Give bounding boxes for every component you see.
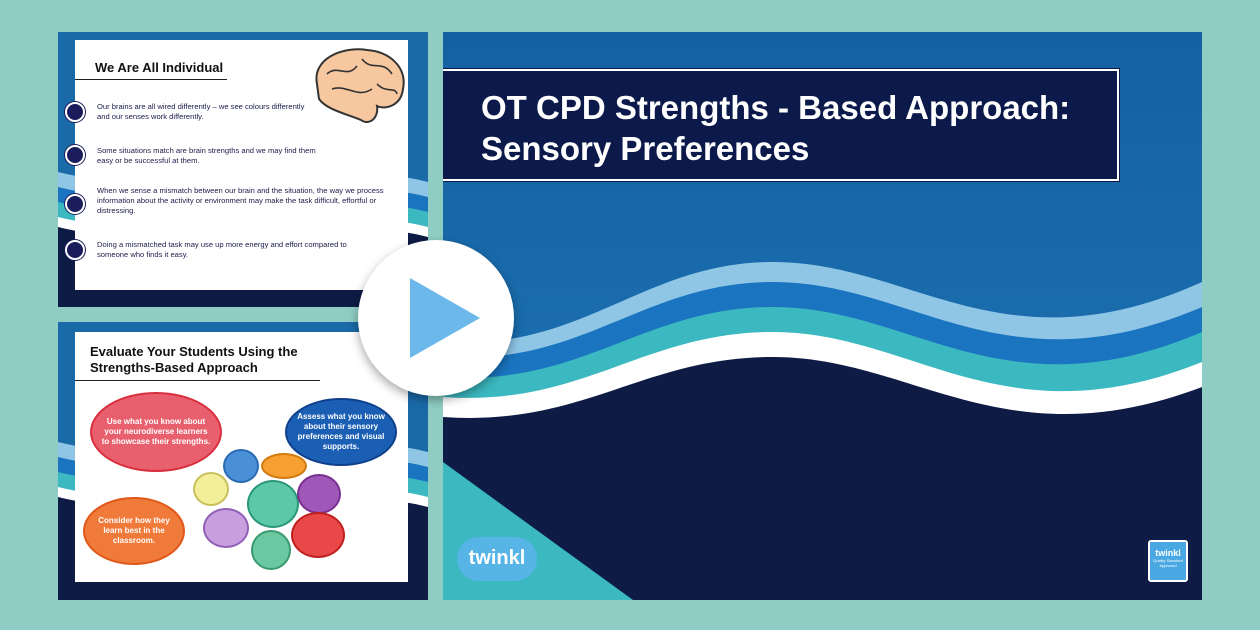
play-button[interactable]	[358, 240, 514, 396]
bullet-marker	[65, 194, 85, 214]
speech-bubble-blue: Assess what you know about their sensory…	[285, 398, 397, 466]
group-faces-icon	[247, 480, 299, 528]
children-icon	[223, 449, 259, 483]
bullet-marker	[65, 102, 85, 122]
badge-brand: twinkl	[1155, 548, 1181, 558]
brain-icon	[315, 48, 405, 124]
slide-title: OT CPD Strengths - Based Approach: Senso…	[481, 89, 1071, 167]
quality-badge: twinkl Quality Standard Approved	[1148, 540, 1188, 582]
slide-card: Evaluate Your Students Using the Strengt…	[75, 332, 408, 582]
bullet-text: Some situations match are brain strength…	[97, 146, 316, 165]
slide-title: Evaluate Your Students Using the Strengt…	[90, 344, 298, 375]
title-underline	[75, 79, 227, 80]
main-slide[interactable]: OT CPD Strengths - Based Approach: Senso…	[443, 32, 1202, 600]
tablet-icon	[203, 508, 249, 548]
conversation-icon	[291, 512, 345, 558]
writing-icon	[297, 474, 341, 514]
cards-icon	[193, 472, 229, 506]
speech-bubble-red: Use what you know about your neurodivers…	[90, 392, 222, 472]
speech-bubble-orange: Consider how they learn best in the clas…	[83, 497, 185, 565]
bullet-marker	[65, 240, 85, 260]
slide-card: We Are All Individual Our brains are all…	[65, 40, 408, 290]
horse-icon	[251, 530, 291, 570]
badge-text: Quality Standard Approved	[1153, 558, 1183, 568]
bullet-marker	[65, 145, 85, 165]
bullet-text: Our brains are all wired differently – w…	[97, 102, 305, 121]
bullet-text: When we sense a mismatch between our bra…	[97, 186, 384, 215]
slide-title: We Are All Individual	[95, 60, 224, 75]
bullet-text: Doing a mismatched task may use up more …	[97, 240, 347, 259]
play-icon	[410, 278, 480, 358]
thumbnail-slide-2[interactable]: Evaluate Your Students Using the Strengt…	[58, 322, 428, 600]
title-box: OT CPD Strengths - Based Approach: Senso…	[443, 69, 1119, 181]
thumbnail-slide-1[interactable]: We Are All Individual Our brains are all…	[58, 32, 428, 307]
pointing-hand-icon	[261, 453, 307, 479]
title-underline	[75, 380, 320, 381]
twinkl-logo: twinkl	[457, 537, 537, 581]
